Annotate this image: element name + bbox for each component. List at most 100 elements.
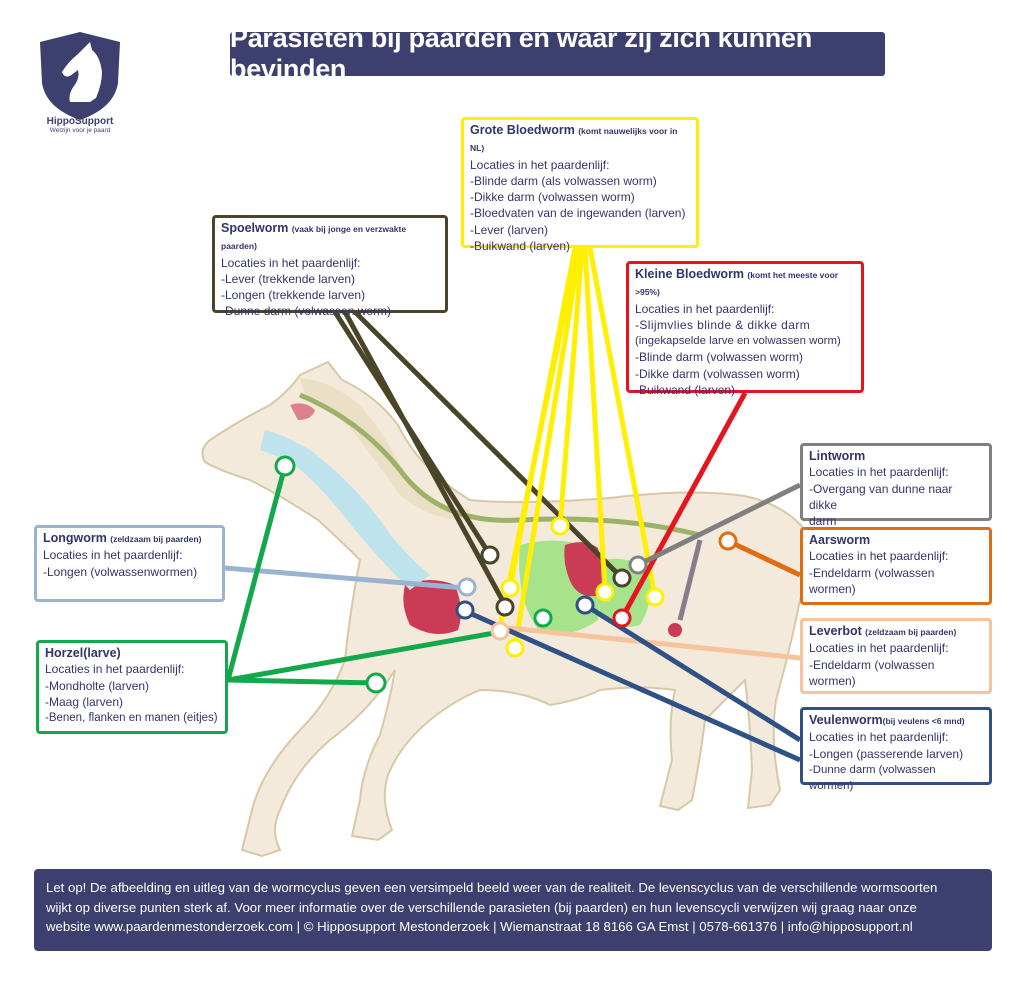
kleine-bloedworm-lines bbox=[619, 391, 748, 620]
veulenworm-marker-smallint bbox=[575, 595, 595, 615]
box-title: Leverbot bbox=[809, 624, 862, 638]
lintworm-lines bbox=[636, 482, 802, 568]
box-line: darm bbox=[809, 514, 837, 529]
grote-bloedworm-marker-1 bbox=[500, 578, 520, 598]
box-title: Grote Bloedworm bbox=[470, 123, 575, 137]
box-line: -Mondholte (larven) bbox=[45, 678, 150, 693]
horse-head-icon bbox=[62, 42, 102, 102]
box-line: Locaties in het paardenlijf: bbox=[809, 730, 949, 745]
box-line: -Lever (larven) bbox=[470, 222, 549, 237]
location-circles bbox=[274, 455, 738, 694]
box-note: (bij veulens <6 mnd) bbox=[882, 716, 965, 726]
box-line: Locaties in het paardenlijf: bbox=[470, 157, 610, 172]
box-line: -Longen (passerende larven) bbox=[809, 746, 964, 761]
box-line: Locaties in het paardenlijf: bbox=[43, 548, 183, 563]
horzel-marker-stomach bbox=[533, 608, 553, 628]
box-line: Locaties in het paardenlijf: bbox=[635, 301, 775, 316]
rectum bbox=[677, 539, 703, 621]
spoelworm-marker-liver bbox=[480, 545, 500, 565]
box-line: -Endeldarm (volwassen wormen) bbox=[809, 565, 935, 596]
head-detail bbox=[290, 403, 315, 420]
grote-bloedworm-lines bbox=[497, 247, 658, 649]
longworm-marker bbox=[457, 577, 477, 597]
box-line: -Maag (larven) bbox=[45, 694, 124, 709]
box-note: (zeldzaam bij paarden) bbox=[110, 534, 202, 544]
box-line: -Bloedvaten van de ingewanden (larven) bbox=[470, 206, 686, 221]
box-title: Kleine Bloedworm bbox=[635, 267, 745, 281]
horzel-marker-legs bbox=[365, 672, 387, 694]
spoelworm-marker-lungs bbox=[495, 597, 515, 617]
box-grote-bloedworm: Grote Bloedworm (komt nauwelijks voor in… bbox=[461, 117, 699, 253]
box-line: -Longen (volwassenwormen) bbox=[43, 564, 198, 579]
rectum-end bbox=[668, 623, 682, 637]
box-title: Longworm bbox=[43, 531, 107, 545]
box-line: Locaties in het paardenlijf: bbox=[221, 255, 361, 270]
box-longworm: Longworm (zeldzaam bij paarden) Locaties… bbox=[34, 525, 225, 602]
box-title: Horzel(larve) bbox=[45, 646, 121, 660]
connector-lines bbox=[224, 247, 802, 763]
box-kleine-bloedworm: Kleine Bloedworm (komt het meeste voor >… bbox=[626, 261, 864, 397]
grote-bloedworm-marker-2 bbox=[550, 516, 570, 536]
box-line: -Slijmvlies blinde & dikke darm bbox=[635, 317, 811, 332]
box-lintworm: Lintworm Locaties in het paardenlijf: -O… bbox=[800, 443, 992, 528]
horse-mane bbox=[300, 378, 470, 520]
aarsworm-lines bbox=[726, 538, 802, 578]
box-line: -Benen, flanken en manen (eitjes) bbox=[45, 712, 218, 725]
logo-tagline: Welzijn voor je paard bbox=[49, 127, 111, 134]
lungs bbox=[403, 580, 461, 634]
footer-line: wijkt op diverse punten sterk af. Voor m… bbox=[46, 899, 917, 915]
hipposupport-logo bbox=[40, 32, 120, 120]
leverbot-marker bbox=[490, 621, 510, 641]
longworm-lines bbox=[224, 565, 466, 591]
spoelworm-lines bbox=[332, 310, 624, 607]
box-line: -Endeldarm (volwassen wormen) bbox=[809, 657, 935, 688]
box-title: Veulenworm bbox=[809, 713, 883, 727]
box-leverbot: Leverbot (zeldzaam bij paarden) Locaties… bbox=[800, 618, 992, 694]
box-line: -Buikwand (larven) bbox=[470, 239, 571, 254]
box-note: (vaak bij jonge en verzwakte paarden) bbox=[221, 224, 407, 252]
box-line: -Overgang van dunne naar dikke bbox=[809, 481, 953, 512]
box-line: Locaties in het paardenlijf: bbox=[45, 662, 185, 677]
gut-tube bbox=[299, 392, 701, 538]
veulenworm-marker-lungs bbox=[455, 600, 475, 620]
footer-line: website www.paardenmestonderzoek.com | ©… bbox=[46, 919, 913, 934]
lintworm-marker bbox=[628, 555, 648, 575]
box-line: -Dikke darm (volwassen worm) bbox=[635, 366, 800, 381]
box-line: -Dunne darm (volwassen worm) bbox=[221, 304, 392, 319]
grote-bloedworm-marker-5 bbox=[645, 587, 665, 607]
box-note: (komt het meeste voor >95%) bbox=[635, 270, 839, 298]
box-veulenworm: Veulenworm(bij veulens <6 mnd) Locaties … bbox=[800, 707, 992, 792]
box-note: (zeldzaam bij paarden) bbox=[865, 627, 957, 637]
horzel-lines bbox=[225, 465, 501, 686]
box-line: Locaties in het paardenlijf: bbox=[809, 549, 949, 564]
grote-bloedworm-marker-3 bbox=[505, 638, 525, 658]
box-line: Locaties in het paardenlijf: bbox=[809, 465, 949, 480]
spoelworm-marker-smallint bbox=[612, 568, 632, 588]
box-line: -Buikwand (larven) bbox=[635, 383, 736, 398]
footer-line: Let op! De afbeelding en uitleg van de w… bbox=[46, 880, 938, 895]
box-line: -Blinde darm (als volwassen worm) bbox=[470, 173, 657, 188]
liver bbox=[564, 542, 603, 597]
page-title: Parasieten bij paarden en waar zij zich … bbox=[230, 23, 885, 84]
box-line: -Dikke darm (volwassen worm) bbox=[470, 190, 635, 205]
box-line: Locaties in het paardenlijf: bbox=[809, 641, 949, 656]
grote-bloedworm-marker-4 bbox=[595, 582, 615, 602]
box-line: -Longen (trekkende larven) bbox=[221, 288, 366, 303]
airway bbox=[260, 430, 430, 590]
box-line: -Blinde darm (volwassen worm) bbox=[635, 350, 804, 365]
logo-name: HippoSupport bbox=[46, 116, 114, 127]
box-title: Spoelworm bbox=[221, 221, 289, 235]
box-spoelworm: Spoelworm (vaak bij jonge en verzwakte p… bbox=[212, 215, 448, 318]
box-line: -Lever (trekkende larven) bbox=[221, 271, 356, 286]
box-note: (komt nauwelijks voor in NL) bbox=[470, 126, 678, 154]
box-aarsworm: Aarsworm Locaties in het paardenlijf: -E… bbox=[800, 527, 992, 605]
kleine-bloedworm-marker bbox=[612, 608, 632, 628]
box-horzel: Horzel(larve) Locaties in het paardenlij… bbox=[36, 640, 228, 734]
leverbot-lines bbox=[499, 624, 801, 661]
box-title: Aarsworm bbox=[809, 533, 871, 547]
box-title: Lintworm bbox=[809, 449, 866, 463]
box-line: -Dunne darm (volwassen wormen) bbox=[809, 763, 936, 793]
aarsworm-marker bbox=[718, 531, 738, 551]
footer-disclaimer: Let op! De afbeelding en uitleg van de w… bbox=[34, 869, 992, 951]
